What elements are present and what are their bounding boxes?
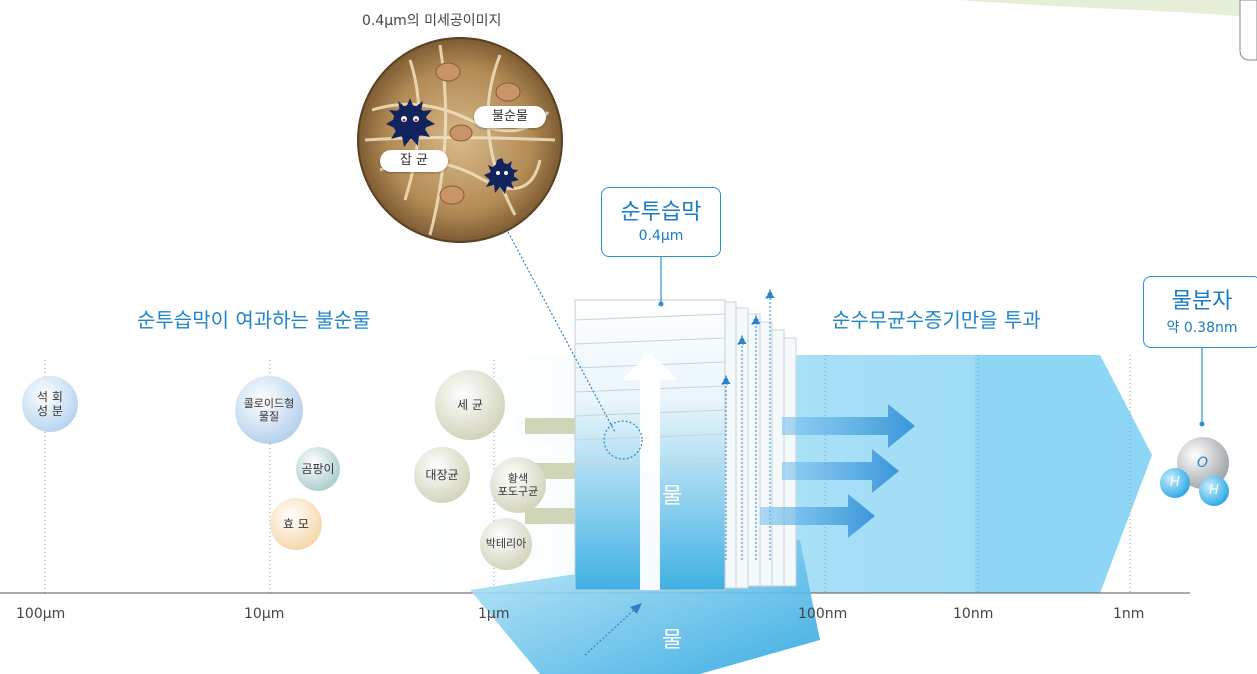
tick-100nm: 100nm — [798, 606, 848, 622]
membrane-size: 0.4μm — [638, 228, 684, 244]
hydrogen-label-2: H — [1209, 483, 1219, 498]
water-label-membrane: 물 — [662, 484, 683, 509]
bacteria-label: 잡 균 — [380, 150, 448, 172]
particle-yeast: 효 모 — [270, 498, 322, 550]
tick-1um: 1μm — [478, 606, 510, 622]
tick-10um: 10μm — [244, 606, 285, 622]
passage-arrow-head — [975, 355, 1152, 593]
membrane-callout: 순투습막 0.4μm — [601, 187, 721, 257]
pore-connector — [507, 231, 616, 433]
water-molecule-icon — [1160, 437, 1229, 506]
membrane-name: 순투습막 — [620, 200, 702, 225]
particle-ecoli: 대장균 — [414, 447, 470, 503]
pore-marker — [603, 420, 643, 460]
bacteria-icon — [386, 98, 519, 194]
particle-lime: 석 회 성 분 — [22, 376, 78, 432]
particle-bacteria: 세 균 — [435, 370, 505, 440]
oxygen-label: O — [1197, 455, 1209, 471]
particle-mold: 곰팡이 — [296, 447, 340, 491]
water-up-arrow — [622, 352, 678, 590]
impurity-label: 불순물 — [474, 106, 546, 128]
right-heading: 순수무균수증기만을 투과 — [832, 308, 1041, 332]
micro-caption: 0.4μm의 미세공이미지 — [362, 13, 502, 29]
membrane-stack — [721, 301, 797, 589]
corner-tab — [1239, 0, 1257, 61]
tick-100um: 100μm — [16, 606, 66, 622]
molecule-callout: 물분자 약 0.38nm — [1143, 276, 1257, 348]
particle-staph: 황색 포도구균 — [490, 457, 546, 513]
vapor-arrows — [721, 288, 775, 560]
particle-bacteria2: 박테리아 — [480, 518, 532, 570]
water-label-floor: 물 — [662, 628, 683, 653]
particle-colloid: 콜로이드형 물질 — [235, 376, 303, 444]
permeate-arrows — [760, 404, 915, 538]
inflow-arrow — [584, 607, 637, 656]
molecule-size: 약 0.38nm — [1166, 320, 1238, 336]
hydrogen-label-1: H — [1170, 475, 1180, 490]
tick-1nm: 1nm — [1113, 606, 1145, 622]
micro-image — [357, 37, 563, 243]
molecule-name: 물분자 — [1171, 289, 1233, 314]
inflow-arrowhead — [630, 603, 642, 614]
left-heading: 순투습막이 여과하는 불순물 — [137, 308, 371, 332]
corner-decoration — [960, 0, 1257, 18]
tick-10nm: 10nm — [953, 606, 994, 622]
